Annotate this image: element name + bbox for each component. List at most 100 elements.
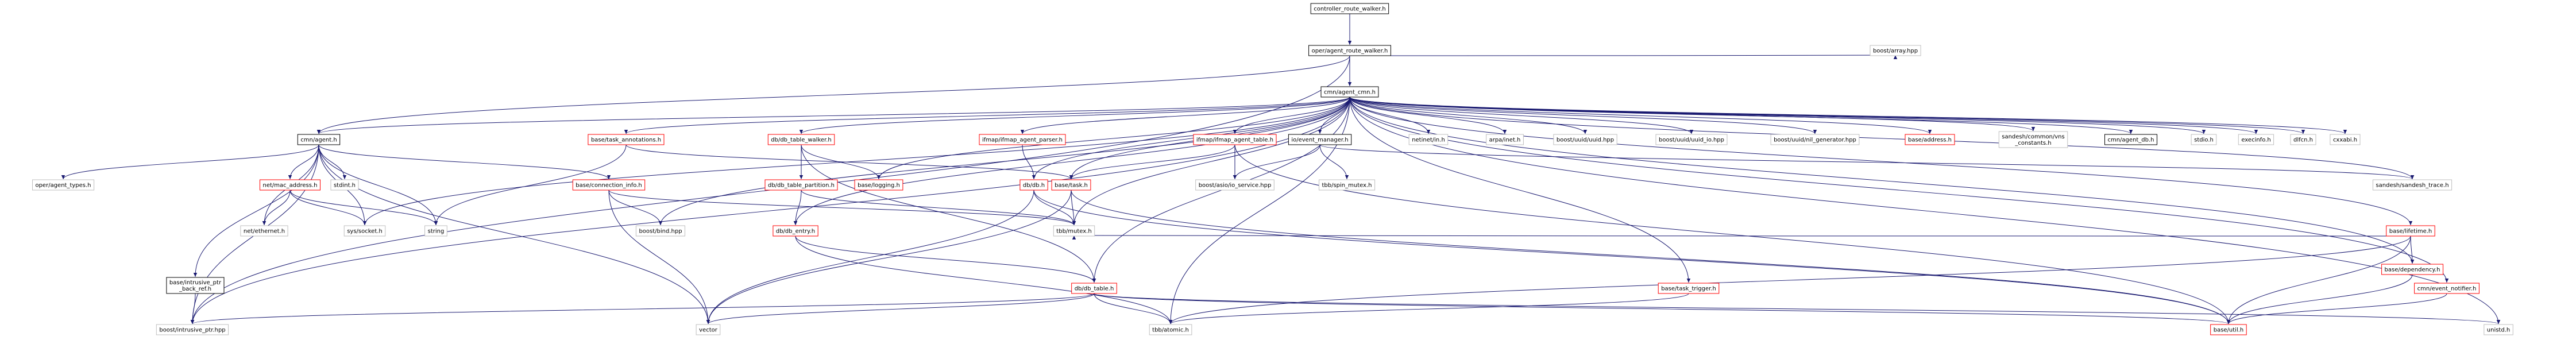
edge-ifmap_agent_parser-to-db_db [1022, 144, 1036, 180]
edge-cmn_agent-to-oper_agent_types [61, 144, 319, 180]
node-label: db/db.h [1023, 183, 1045, 189]
edge-db_db_table-to-vector [706, 293, 1095, 324]
node-box [1193, 134, 1277, 145]
node-label: boost/uuid/nil_generator.hpp [1774, 137, 1856, 144]
edge-cmn_agent-to-net_mac_address [288, 144, 319, 180]
node-box [424, 225, 447, 237]
node-base-task[interactable]: base/task.h [1051, 179, 1091, 191]
node-cmn-agent-cmn[interactable]: cmn/agent_cmn.h [1320, 86, 1379, 98]
edge-ifmap_agent_table-to-base_task [1069, 144, 1235, 180]
node-label: cmn/agent_db.h [2107, 137, 2154, 144]
node-cmn-agent-db[interactable]: cmn/agent_db.h [2104, 134, 2157, 145]
edge-net_mac_address-to-string [289, 190, 438, 226]
node-label: base/connection_info.h [576, 183, 642, 189]
node-box [343, 225, 386, 237]
node-base-intrusive-ptr-back-ref[interactable]: base/intrusive_ptr_back_ref.h [166, 277, 225, 294]
node-box [2484, 324, 2513, 335]
node-base-task-trigger[interactable]: base/task_trigger.h [1658, 283, 1720, 294]
node-boost-array: boost/array.hpp [1870, 45, 1921, 56]
edge-base_task_annotations-to-base_task [625, 144, 1073, 180]
edge-base_task-to-tbb_mutex [1071, 190, 1076, 226]
edge-cmn_agent_cmn-to-base_lifetime [1349, 96, 2413, 226]
node-ifmap-agent-table[interactable]: ifmap/ifmap_agent_table.h [1193, 134, 1277, 145]
edge-base_connection_info-to-boost_bind [608, 190, 663, 226]
node-label: arpa/inet.h [1489, 137, 1521, 144]
node-box [1310, 3, 1389, 14]
node-net-mac-address[interactable]: net/mac_address.h [260, 179, 320, 191]
node-boost-asio-io-service: boost/asio/io_service.hpp [1195, 179, 1275, 191]
node-box [297, 134, 341, 145]
node-vector: vector [696, 324, 721, 335]
node-box [2381, 264, 2444, 275]
node-label: boost/asio/io_service.hpp [1199, 183, 1272, 189]
node-io-event-manager[interactable]: io/event_manager.h [1288, 134, 1352, 145]
node-db-table-walker[interactable]: db/db_table_walker.h [767, 134, 835, 145]
node-tbb-mutex: tbb/mutex.h [1053, 225, 1095, 237]
edge-cmn_agent_cmn-to-db_db_entry [793, 96, 1350, 226]
edge-oper_arw-to-boost_array [1349, 55, 1896, 60]
edge-cmn_agent_cmn-to-ifmap_agent_parser [1020, 96, 1350, 134]
edge-base_connection_info-to-tbb_mutex [608, 190, 1076, 226]
edge-base_dependency-to-base_util [2226, 274, 2413, 324]
node-tbb-spin-mutex: tbb/spin_mutex.h [1319, 179, 1376, 191]
node-base-task-annotations[interactable]: base/task_annotations.h [588, 134, 665, 145]
node-cmn-event-notifier[interactable]: cmn/event_notifier.h [2414, 283, 2480, 294]
node-db-db-table-partition[interactable]: db/db_table_partition.h [764, 179, 838, 191]
node-box [2386, 225, 2435, 237]
node-box [2372, 179, 2453, 191]
node-base-address[interactable]: base/address.h [1905, 134, 1955, 145]
node-db-db-entry[interactable]: db/db_entry.h [773, 225, 818, 237]
node-box [1408, 134, 1449, 145]
edge-db_db_table_partition-to-db_db_entry [793, 190, 802, 226]
node-label: db/db_table_partition.h [768, 183, 835, 189]
node-label: dlfcn.h [2293, 137, 2313, 144]
edge-cmn_agent_cmn-to-tbb_atomic [1168, 96, 1350, 324]
node-label: cmn/agent_cmn.h [1324, 90, 1376, 96]
edge-cmn_agent_cmn-to-boost_bind [658, 96, 1350, 226]
edge-io_event_manager-to-boost_asio_io_service [1233, 144, 1320, 180]
edge-db_db_entry-to-tbb_atomic [795, 235, 1173, 324]
node-box [773, 225, 818, 237]
node-dlfcn: dlfcn.h [2290, 134, 2316, 145]
node-base-dependency[interactable]: base/dependency.h [2381, 264, 2444, 275]
node-ifmap-agent-parser[interactable]: ifmap/ifmap_agent_parser.h [979, 134, 1066, 145]
node-label: string [428, 229, 445, 235]
node-label: net/mac_address.h [263, 183, 318, 189]
node-oper-arw[interactable]: oper/agent_route_walker.h [1308, 45, 1391, 56]
node-execinfo: execinfo.h [2238, 134, 2274, 145]
dependency-nodes: controller_route_walker.hoper/agent_rout… [32, 3, 2513, 335]
node-db-db-table[interactable]: db/db_table.h [1071, 283, 1117, 294]
edge-cmn_agent-to-stdint [318, 144, 347, 180]
edge-db_db_entry-to-db_db_table [795, 235, 1096, 283]
node-label: base/address.h [1908, 137, 1952, 144]
edge-base_connection_info-to-vector [608, 190, 710, 324]
node-label: tbb/atomic.h [1152, 327, 1189, 334]
node-base-logging[interactable]: base/logging.h [854, 179, 903, 191]
edge-cmn_agent_cmn-to-sandesh_trace [1349, 96, 2415, 180]
edge-cmn_agent_cmn-to-sys_socket [362, 96, 1350, 226]
node-base-lifetime[interactable]: base/lifetime.h [2386, 225, 2435, 237]
node-base-util[interactable]: base/util.h [2210, 324, 2247, 335]
edge-io_event_manager-to-sandesh_trace [1319, 144, 2414, 180]
node-base-connection-info[interactable]: base/connection_info.h [572, 179, 646, 191]
edge-db_db_table-to-tbb_atomic [1094, 293, 1173, 324]
node-label: cmn/agent.h [300, 137, 337, 144]
node-box [588, 134, 665, 145]
node-label: db/db_entry.h [776, 229, 815, 235]
edge-cmn_agent_cmn-to-cxxabi [1349, 96, 2347, 134]
edge-db_db_table-to-base_util [1094, 293, 2230, 324]
node-db-db[interactable]: db/db.h [1019, 179, 1048, 191]
node-box [2330, 134, 2361, 145]
node-label: _constants.h [2014, 140, 2051, 146]
node-box [1019, 179, 1048, 191]
node-label: boost/bind.hpp [639, 229, 682, 235]
node-label: base/task_trigger.h [1661, 286, 1716, 292]
edge-cmn_agent_cmn-to-ifmap_agent_table [1233, 96, 1350, 134]
node-cmn-agent[interactable]: cmn/agent.h [297, 134, 341, 145]
edge-db_db_table_partition-to-tbb_mutex [801, 190, 1076, 226]
edge-cmn_agent_cmn-to-boost_uuid_gen [1349, 96, 1817, 134]
node-stdint: stdint.h [330, 179, 359, 191]
node-label: base/util.h [2214, 327, 2244, 334]
node-label: boost/uuid/uuid.hpp [1557, 137, 1614, 144]
edge-db_table_walker-to-base_logging [801, 144, 881, 180]
